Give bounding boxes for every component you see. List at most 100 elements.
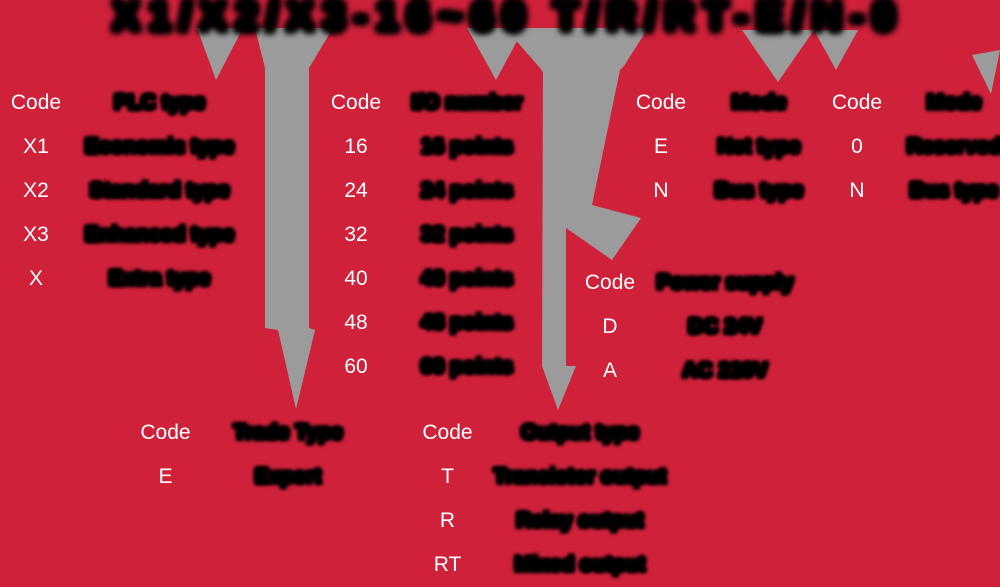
arrow-to-trade-type-table-icon xyxy=(255,28,333,409)
table-row: D DC 24V xyxy=(575,305,805,349)
row-desc-cell: PLC type xyxy=(72,91,247,115)
redacted-description-blob: Extra type xyxy=(108,267,211,290)
code-table-io-number: Code I/O number 16 16 points 24 24 point… xyxy=(320,81,542,389)
row-desc-cell: Output type xyxy=(485,421,675,445)
row-code-label: 0 xyxy=(851,135,863,158)
row-code-label: 16 xyxy=(344,135,368,158)
table-row: 48 48 points xyxy=(320,301,542,345)
code-table-mode-e-n: Code Mode E Net type N Bus type xyxy=(625,81,821,213)
row-code-label: N xyxy=(849,179,865,202)
row-code-label: 32 xyxy=(344,223,368,246)
table-row: 24 24 points xyxy=(320,169,542,213)
row-code-label: X1 xyxy=(23,135,49,158)
row-code-label: D xyxy=(602,315,618,338)
arrow-to-power-supply-table-icon xyxy=(505,28,648,260)
code-table-power-supply: Code Power supply D DC 24V A AC 220V xyxy=(575,261,805,393)
table-row: X1 Economic type xyxy=(0,125,247,169)
row-desc-cell: Relay output xyxy=(485,509,675,533)
redacted-description-blob: Mode xyxy=(926,91,982,114)
row-desc-cell: Economic type xyxy=(72,135,247,159)
redacted-description-blob: Mixed output xyxy=(514,553,646,576)
redacted-description-blob: Standard type xyxy=(89,179,230,202)
row-code-label: 40 xyxy=(344,267,368,290)
table-row: 32 32 points xyxy=(320,213,542,257)
table-row: 60 60 points xyxy=(320,345,542,389)
redacted-description-blob: Net type xyxy=(717,135,801,158)
redacted-description-blob: Power supply xyxy=(656,271,794,294)
model-number-blob: X1/X2/X3-16~60 T/R/RT-E/N-0 xyxy=(112,0,904,39)
table-row: N Bus type xyxy=(625,169,821,213)
table-header-row: Code PLC type xyxy=(0,81,247,125)
redacted-description-blob: 60 points xyxy=(420,355,514,378)
row-code-label: A xyxy=(602,359,617,382)
code-table-series-type: Code PLC type X1 Economic type X2 Standa… xyxy=(0,81,247,301)
redacted-description-blob: I/O number xyxy=(411,91,523,114)
row-code-label: Code xyxy=(140,421,191,444)
table-row: X Extra type xyxy=(0,257,247,301)
redacted-description-blob: Relay output xyxy=(516,509,644,532)
row-code-label: X xyxy=(28,267,43,290)
redacted-description-blob: Transistor output xyxy=(493,465,667,488)
row-code-label: N xyxy=(653,179,669,202)
table-header-row: Code Trade Type xyxy=(128,411,373,455)
row-desc-cell: Extra type xyxy=(72,267,247,291)
table-header-row: Code Power supply xyxy=(575,261,805,305)
redacted-description-blob: Mode xyxy=(731,91,787,114)
arrow-to-mode-0-n-code-icon xyxy=(814,30,858,70)
redacted-description-blob: Trade Type xyxy=(233,421,343,444)
row-code-label: E xyxy=(653,135,668,158)
row-code-label: Code xyxy=(831,91,883,114)
row-desc-cell: Mixed output xyxy=(485,553,675,577)
row-desc-cell: Mode xyxy=(892,91,1000,115)
arrow-to-mode-e-n-table-icon xyxy=(742,30,814,82)
table-row: T Transistor output xyxy=(410,455,675,499)
code-table-output-type: Code Output type T Transistor output R R… xyxy=(410,411,675,587)
table-header-row: Code Mode xyxy=(822,81,1000,125)
row-desc-cell: Net type xyxy=(697,135,821,159)
table-row: X2 Standard type xyxy=(0,169,247,213)
row-desc-cell: 48 points xyxy=(392,311,542,335)
row-desc-cell: Reserved xyxy=(892,135,1000,159)
row-desc-cell: Enhanced type xyxy=(72,223,247,247)
row-desc-cell: 32 points xyxy=(392,223,542,247)
row-desc-cell: Bus type xyxy=(697,179,821,203)
row-code-label: Code xyxy=(584,271,636,294)
table-row: A AC 220V xyxy=(575,349,805,393)
table-row: N Bus type xyxy=(822,169,1000,213)
redacted-description-blob: Bus type xyxy=(909,179,999,202)
row-desc-cell: Trade Type xyxy=(203,421,373,445)
redacted-description-blob: 24 points xyxy=(420,179,514,202)
redacted-description-blob: Output type xyxy=(521,421,639,444)
row-desc-cell: Standard type xyxy=(72,179,247,203)
arrow-to-mode-0-n-table-icon xyxy=(972,50,1000,94)
row-desc-cell: DC 24V xyxy=(645,315,805,339)
row-code-label: 60 xyxy=(344,355,368,378)
table-header-row: Code I/O number xyxy=(320,81,542,125)
redacted-description-blob: Economic type xyxy=(84,135,235,158)
table-header-row: Code Output type xyxy=(410,411,675,455)
row-code-label: X3 xyxy=(23,223,49,246)
redacted-description-blob: Enhanced type xyxy=(84,223,235,246)
row-code-label: 48 xyxy=(344,311,368,334)
table-row: RT Mixed output xyxy=(410,543,675,587)
row-desc-cell: Power supply xyxy=(645,271,805,295)
redacted-description-blob: Export xyxy=(254,465,322,488)
row-desc-cell: Bus type xyxy=(892,179,1000,203)
row-desc-cell: 24 points xyxy=(392,179,542,203)
table-row: 0 Reserved xyxy=(822,125,1000,169)
row-code-label: 24 xyxy=(344,179,368,202)
arrow-to-series-table-icon xyxy=(197,28,243,80)
row-code-label: Code xyxy=(635,91,687,114)
row-code-label: RT xyxy=(433,553,462,576)
row-code-label: Code xyxy=(330,91,382,114)
redacted-description-blob: 40 points xyxy=(420,267,514,290)
row-code-label: T xyxy=(441,465,454,488)
arrow-to-io-number-table-icon xyxy=(467,28,524,80)
row-code-label: Code xyxy=(422,421,473,444)
row-desc-cell: Mode xyxy=(697,91,821,115)
table-row: X3 Enhanced type xyxy=(0,213,247,257)
table-row: R Relay output xyxy=(410,499,675,543)
row-code-label: X2 xyxy=(23,179,49,202)
